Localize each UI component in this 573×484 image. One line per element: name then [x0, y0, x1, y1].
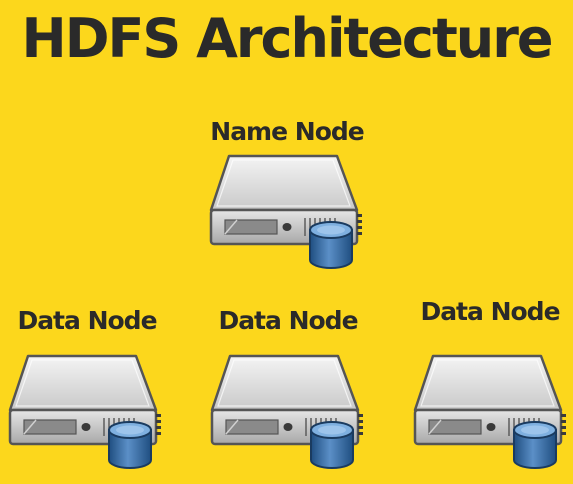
data-node-label: Data Node [218, 306, 358, 335]
name-node-server-icon [207, 148, 367, 278]
data-node-server-icon [411, 348, 571, 478]
name-node-label: Name Node [210, 117, 364, 146]
data-node-server-icon [6, 348, 166, 478]
data-node-server-icon [208, 348, 368, 478]
page-title: HDFS Architecture [21, 7, 554, 70]
data-node-label: Data Node [420, 297, 560, 326]
data-node-label: Data Node [17, 306, 157, 335]
